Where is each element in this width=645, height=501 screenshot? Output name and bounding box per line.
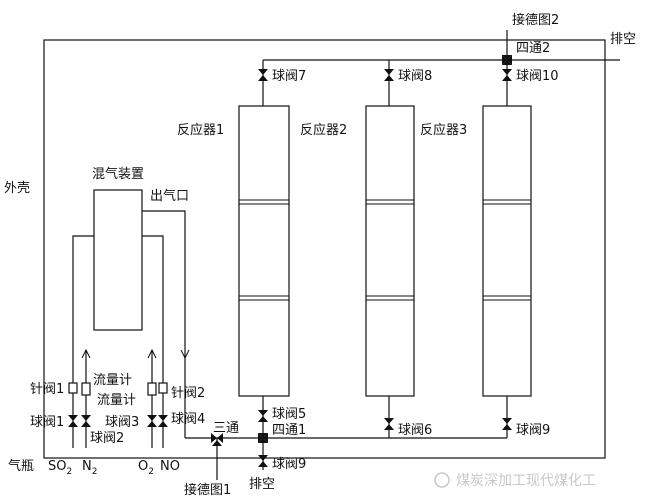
- ball-valve-3-icon: [147, 415, 157, 427]
- no-line: [142, 235, 164, 448]
- connect2-label: 接德图2: [512, 12, 559, 28]
- valve2-label: 球阀2: [90, 431, 124, 446]
- reactor2-label: 反应器2: [300, 122, 347, 138]
- o2-label: O2: [138, 459, 154, 477]
- wechat-icon: [434, 472, 450, 488]
- valve9-bottom-label: 球阀9: [272, 457, 306, 472]
- reactor-2: [365, 105, 415, 397]
- connect1-label: 接德图1: [184, 482, 231, 498]
- watermark: 煤炭深加工现代煤化工: [434, 472, 596, 489]
- outlet-label: 出气口: [150, 188, 189, 204]
- flowmeter-2-icon: [147, 382, 157, 396]
- reactor3-label: 反应器3: [420, 122, 467, 138]
- watermark-text: 煤炭深加工现代煤化工: [456, 473, 596, 489]
- ball-valve-1-icon: [68, 415, 78, 427]
- vent-bottom-label: 排空: [249, 477, 275, 492]
- o2-arrow: [147, 348, 157, 359]
- vent-top-label: 排空: [610, 32, 636, 47]
- ball-valve-9-right-icon: [502, 418, 512, 430]
- reactor-1: [238, 105, 290, 397]
- ball-valve-4-icon: [158, 415, 168, 427]
- needle-valve-2-icon: [158, 382, 168, 394]
- ball-valve-2-icon: [81, 415, 91, 427]
- cross-1-fitting-icon: [258, 433, 268, 443]
- cross1-label: 四通1: [272, 423, 306, 438]
- n2-label: N2: [82, 459, 97, 477]
- valve8-label: 球阀8: [398, 69, 432, 84]
- flowmeter2-label: 流量计: [97, 393, 136, 408]
- gas-mixer: [93, 189, 143, 331]
- valve4-label: 球阀4: [171, 412, 205, 427]
- n2-arrow: [81, 348, 91, 359]
- reactor1-label: 反应器1: [177, 122, 224, 138]
- valve10-label: 球阀10: [516, 69, 559, 84]
- valve6-label: 球阀6: [398, 423, 432, 438]
- gas-cylinder-label: 气瓶: [8, 458, 34, 474]
- mixer-label: 混气装置: [92, 166, 144, 182]
- flowmeter1-label: 流量计: [93, 373, 132, 388]
- tee-fitting-icon: [211, 433, 223, 446]
- valve7-label: 球阀7: [272, 69, 306, 84]
- ball-valve-7-icon: [258, 69, 268, 81]
- cross2-label: 四通2: [516, 41, 550, 56]
- ball-valve-10-icon: [502, 69, 512, 81]
- needle1-label: 针阀1: [30, 382, 64, 397]
- ball-valve-5-icon: [258, 410, 268, 422]
- ball-valve-8-icon: [384, 69, 394, 81]
- valve3-label: 球阀3: [105, 415, 139, 430]
- mixer-outlet-arrow: [180, 349, 190, 360]
- needle2-label: 针阀2: [171, 386, 205, 401]
- valve9-right-label: 球阀9: [516, 423, 550, 438]
- cross-2-fitting-icon: [502, 55, 512, 65]
- so2-label: SO2: [48, 459, 72, 477]
- outer-shell: [43, 39, 606, 459]
- reactor-3: [482, 105, 532, 397]
- flowmeter-1-icon: [81, 382, 91, 396]
- valve5-label: 球阀5: [272, 407, 306, 422]
- ball-valve-9-bottom-icon: [258, 455, 268, 467]
- no-label: NO: [160, 459, 180, 474]
- tee-label: 三通: [213, 421, 239, 436]
- ball-valve-6-icon: [384, 418, 394, 430]
- mixer-outlet-pipe: [142, 210, 186, 438]
- valve1-label: 球阀1: [30, 415, 64, 430]
- needle-valve-1-icon: [68, 382, 78, 394]
- so2-line: [72, 235, 94, 448]
- shell-label: 外壳: [4, 181, 30, 196]
